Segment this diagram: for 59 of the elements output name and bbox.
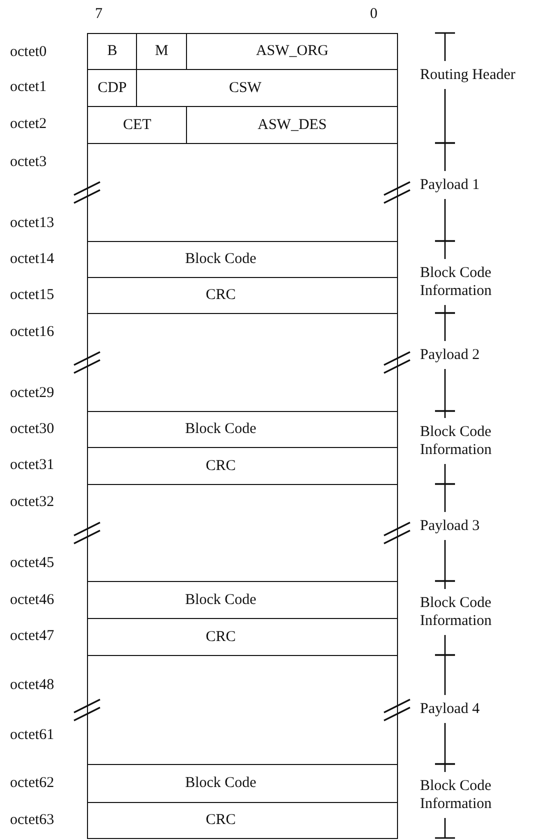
octet-label: octet15 (10, 286, 54, 304)
octet-label: octet31 (10, 456, 54, 474)
section-label: Payload 2 (420, 346, 480, 364)
field-label: CET (123, 116, 152, 134)
section-label: Block Code Information (420, 264, 493, 300)
octet-label: octet13 (10, 214, 54, 232)
octet-label: octet32 (10, 493, 54, 511)
field-cell (87, 764, 398, 804)
octet-label: octet2 (10, 115, 47, 133)
section-label: Payload 1 (420, 176, 480, 194)
bit-number: 0 (370, 5, 378, 23)
payload-box (87, 484, 398, 582)
bit-number: 7 (95, 5, 102, 23)
field-label: Block Code (185, 251, 256, 268)
field-label: CRC (206, 287, 236, 304)
field-cell (87, 618, 398, 656)
field-cell (87, 802, 398, 840)
field-label: CRC (206, 628, 236, 646)
field-cell (186, 33, 398, 70)
octet-label: octet16 (10, 323, 54, 341)
octet-label: octet47 (10, 627, 54, 645)
octet-label: octet30 (10, 420, 54, 438)
field-label: Block Code (185, 421, 256, 438)
field-label: ASW_ORG (256, 43, 328, 60)
field-cell (87, 447, 398, 486)
field-cell (87, 411, 398, 448)
octet-label: octet48 (10, 676, 54, 694)
field-label: B (107, 43, 118, 60)
section-label: Routing Header (420, 66, 516, 84)
payload-box (87, 143, 398, 242)
octet-label: octet62 (10, 774, 54, 792)
field-label: CSW (228, 80, 262, 97)
octet-label: octet3 (10, 153, 47, 171)
field-label: CDP (98, 80, 127, 97)
field-label: M (155, 43, 168, 60)
octet-label: octet61 (10, 726, 54, 744)
octet-label: octet63 (10, 811, 54, 829)
field-cell (87, 277, 398, 314)
field-label: CRC (206, 812, 236, 830)
field-label: Block Code (185, 775, 256, 792)
octet-label: octet14 (10, 250, 54, 268)
payload-box (87, 313, 398, 412)
octet-label: octet0 (10, 43, 47, 61)
octet-label: octet46 (10, 591, 54, 609)
field-label: ASW_DES (258, 116, 327, 134)
section-label: Block Code Information (420, 777, 493, 813)
field-cell (87, 33, 138, 70)
field-cell (87, 581, 398, 620)
field-cell (87, 241, 398, 278)
section-label: Payload 4 (420, 700, 480, 718)
field-label: Block Code (185, 592, 256, 609)
octet-label: octet45 (10, 554, 54, 572)
section-label: Block Code Information (420, 594, 493, 630)
section-label: Block Code Information (420, 423, 493, 459)
section-label: Payload 3 (420, 517, 480, 535)
octet-label: octet1 (10, 78, 47, 96)
payload-box (87, 655, 398, 766)
octet-label: octet29 (10, 384, 54, 402)
field-label: CRC (206, 458, 236, 475)
